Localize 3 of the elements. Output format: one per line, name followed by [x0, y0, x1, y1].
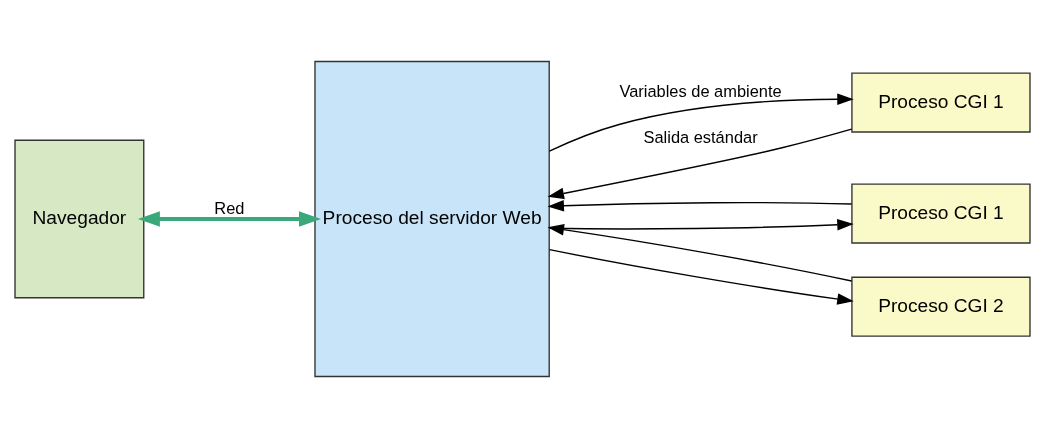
edge-label: Red — [214, 199, 245, 218]
edge-label: Variables de ambiente — [619, 81, 782, 100]
edge-label: Salida estándar — [643, 128, 758, 147]
